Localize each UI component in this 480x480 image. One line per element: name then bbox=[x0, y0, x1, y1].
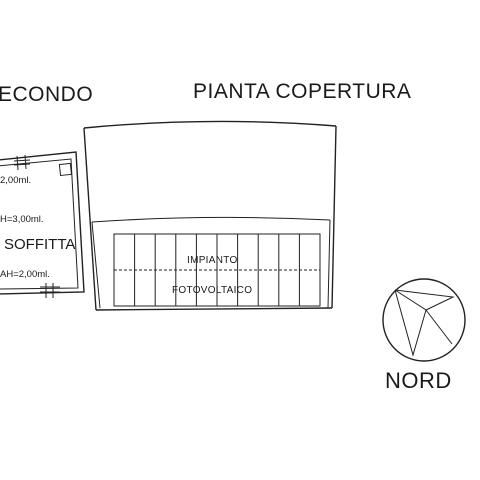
attic-outer-wall bbox=[0, 151, 85, 295]
pv-column-dividers bbox=[134, 234, 300, 306]
attic-window-top bbox=[13, 154, 31, 171]
roof-inner-edges bbox=[91, 219, 331, 309]
left-plan-title: ECONDO bbox=[0, 83, 93, 106]
compass-arrow-icon bbox=[394, 289, 455, 357]
attic-window-bottom bbox=[40, 283, 60, 298]
attic-dim-top: 2,00ml. bbox=[0, 175, 31, 186]
roof-side-edges bbox=[83, 125, 337, 311]
roof-outline bbox=[83, 120, 337, 311]
compass-label: NORD bbox=[385, 368, 452, 393]
attic-room-name: SOFFITTA bbox=[4, 236, 75, 253]
roof-top-edge bbox=[83, 120, 337, 129]
attic-room: 2,00ml. H=3,00ml. SOFFITTA AH=2,00ml. bbox=[0, 151, 85, 298]
attic-dim-bottom: AH=2,00ml. bbox=[0, 269, 50, 280]
pv-label-line2: FOTOVOLTAICO bbox=[172, 285, 252, 296]
compass-circle bbox=[382, 278, 466, 362]
roof-bottom-edge bbox=[95, 307, 333, 311]
roof-eave-line bbox=[91, 216, 331, 223]
north-compass: NORD bbox=[382, 278, 466, 393]
pv-label-line1: IMPIANTO bbox=[187, 255, 238, 266]
pv-array: IMPIANTO FOTOVOLTAICO bbox=[113, 233, 321, 307]
chimney-square bbox=[58, 162, 73, 177]
roof-plan-title: PIANTA COPERTURA bbox=[193, 80, 411, 103]
attic-inner-wall bbox=[0, 158, 79, 290]
attic-dim-height: H=3,00ml. bbox=[0, 214, 44, 225]
